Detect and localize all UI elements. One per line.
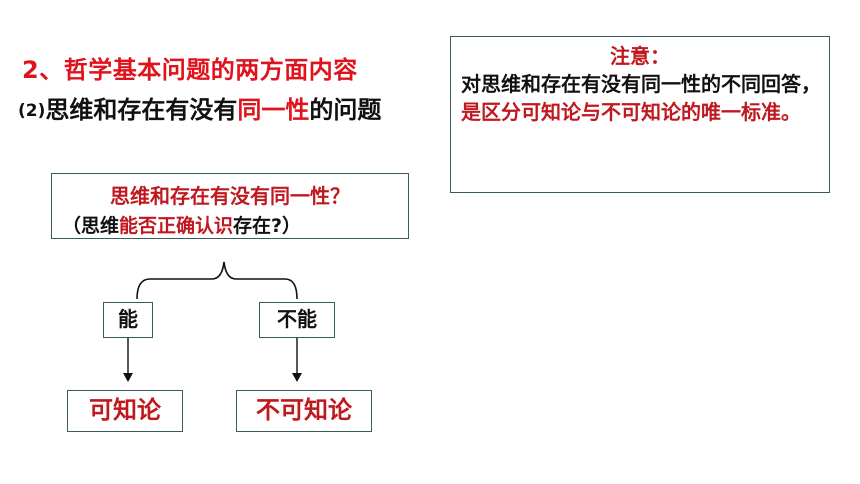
brace-connector (136, 261, 298, 300)
subheading-number: (2) (18, 101, 46, 121)
result-agnostic-opposite-box: 可知论 (67, 390, 183, 432)
subheading-tail: 的问题 (309, 96, 382, 124)
question-line-1: 思维和存在有没有同一性？ (110, 184, 350, 208)
left-arrow-head (123, 373, 133, 382)
note-box: 注意： 对思维和存在有没有同一性的不同回答， 是区分可知论与不可知论的唯一标准。 (450, 36, 830, 193)
heading: 2、哲学基本问题的两方面内容 (22, 56, 358, 84)
right-arrow-head (292, 373, 302, 382)
question-line-2-pre: （思维 (62, 215, 120, 237)
question-line-2-post: 存在?） (233, 215, 302, 237)
option-can-box: 能 (103, 302, 153, 338)
note-text: 对思维和存在有没有同一性的不同回答， 是区分可知论与不可知论的唯一标准。 (461, 70, 823, 126)
note-text-highlight: 是区分可知论与不可知论的唯一标准。 (461, 100, 801, 124)
result-agnosticism-box: 不可知论 (236, 390, 372, 432)
question-line-2-highlight: 能否正确认识 (119, 215, 234, 237)
subheading: (2)思维和存在有没有同一性的问题 (18, 93, 438, 128)
question-box: 思维和存在有没有同一性？ （思维能否正确认识存在?） (51, 173, 409, 239)
question-line-2: （思维能否正确认识存在?） (62, 211, 301, 238)
note-title: 注意： (610, 44, 670, 68)
note-text-pre: 对思维和存在有没有同一性的不同回答， (461, 72, 821, 96)
subheading-text: 思维和存在有没有 (45, 96, 238, 124)
subheading-highlight: 同一性 (237, 96, 310, 124)
option-cannot-box: 不能 (259, 302, 335, 338)
